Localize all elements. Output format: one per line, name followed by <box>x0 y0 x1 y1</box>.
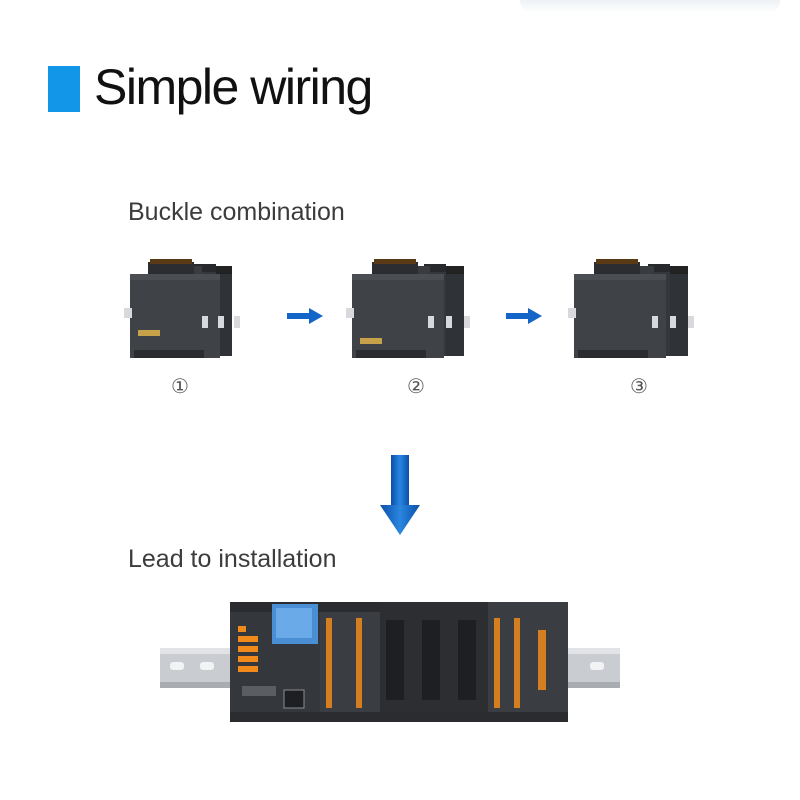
arrow-down-icon <box>380 455 420 535</box>
module-stack-image <box>568 259 694 358</box>
arrow-right-icon <box>506 308 542 324</box>
module-stack-image <box>124 259 240 358</box>
lead-to-installation-label: Lead to installation <box>128 545 337 573</box>
step-number-3: ③ <box>630 374 648 398</box>
plc-on-din-rail-image <box>160 602 620 722</box>
module-stack-1 <box>124 259 240 358</box>
buckle-combination-label: Buckle combination <box>128 198 345 226</box>
step-number-2: ② <box>407 374 425 398</box>
page-title: Simple wiring <box>94 59 373 115</box>
arrow-right-icon <box>287 308 323 324</box>
module-stack-image <box>346 259 470 358</box>
module-stack-3 <box>568 259 694 358</box>
step-number-1: ① <box>171 374 189 398</box>
title-accent-bar <box>48 66 80 112</box>
top-decoration <box>520 0 780 14</box>
module-stack-2 <box>346 259 470 358</box>
